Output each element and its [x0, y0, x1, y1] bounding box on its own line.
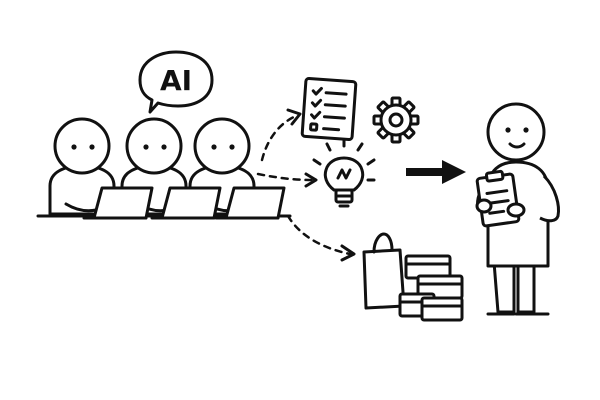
customer-head: [486, 102, 546, 162]
laptop-middle: [150, 186, 222, 220]
ai-speech-bubble: AI: [138, 50, 214, 114]
dashed-arrow-to-checklist: [260, 108, 302, 162]
customer-right-hand: [506, 202, 526, 218]
box-bottom-right: [420, 296, 464, 322]
lightbulb-icon: [312, 138, 376, 208]
customer-right-arm: [539, 174, 560, 223]
speech-bubble-text: AI: [160, 64, 192, 97]
customer-figure: [475, 102, 560, 316]
checklist-document-icon: [300, 77, 358, 141]
team-member-right: [188, 117, 256, 216]
shopping-bag-icon: [362, 232, 406, 310]
customer-left-hand: [475, 198, 493, 214]
laptop-right: [214, 186, 286, 220]
dashed-arrow-to-products: [286, 214, 356, 262]
stacked-boxes-icon: [398, 254, 464, 322]
customer-legs: [486, 260, 550, 316]
arrow-right-icon: [406, 160, 466, 184]
box-top: [404, 254, 452, 280]
ai-team-group: [36, 117, 292, 220]
laptop-left: [82, 186, 154, 220]
gear-icon: [372, 96, 420, 144]
dashed-arrow-to-lightbulb: [256, 172, 318, 188]
